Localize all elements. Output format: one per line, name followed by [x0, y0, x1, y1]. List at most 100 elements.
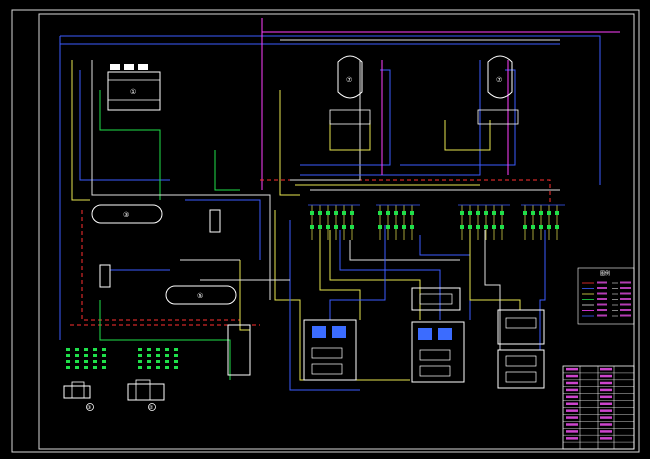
manifold-valve — [539, 211, 543, 215]
cluster-valve — [93, 366, 97, 369]
manifold-valve — [334, 211, 338, 215]
title-block-text-mark — [566, 402, 578, 405]
legend-label-mark — [597, 281, 607, 284]
title-block-text-mark — [566, 423, 578, 426]
tank-1: ③ — [91, 204, 163, 224]
manifold-valve — [531, 225, 535, 229]
cluster-valve — [84, 360, 88, 363]
manifold-valve — [326, 211, 330, 215]
legend-label-mark — [620, 314, 631, 317]
dryer-left: ⑦ — [329, 55, 371, 125]
title-block-text-mark — [566, 430, 578, 433]
title-block-text-mark — [566, 437, 578, 440]
cluster-valve — [138, 354, 142, 357]
manifold-valve — [547, 211, 551, 215]
manifold-valve — [378, 211, 382, 215]
cluster-valve — [165, 366, 169, 369]
manifold-valve — [523, 211, 527, 215]
legend-title: 图例 — [600, 270, 610, 277]
manifold-valve — [492, 225, 496, 229]
title-block-text-mark — [566, 416, 578, 419]
valve-symbol-clusters — [66, 348, 178, 369]
cluster-valve — [147, 354, 151, 357]
cluster-valve — [156, 366, 160, 369]
manifold-valve — [318, 225, 322, 229]
manifold-valve — [310, 225, 314, 229]
dryer-right-mark: ⑦ — [496, 76, 502, 84]
manifold-valve — [386, 211, 390, 215]
heat-exchanger — [227, 324, 251, 376]
legend-label-mark — [597, 303, 607, 306]
manifold-valve — [378, 225, 382, 229]
manifold-valve — [342, 211, 346, 215]
legend-label-mark — [620, 298, 631, 300]
cluster-valve — [165, 348, 169, 351]
title-block-text-mark — [566, 381, 578, 385]
cluster-valve — [147, 360, 151, 363]
cluster-valve — [165, 354, 169, 357]
machine-box-1 — [303, 319, 357, 381]
legend-label-mark — [597, 298, 607, 300]
manifold-valve — [500, 211, 504, 215]
manifold-valve — [460, 225, 464, 229]
cluster-valve — [84, 366, 88, 369]
machine-box-4 — [497, 309, 545, 345]
legend-label-mark — [597, 292, 607, 295]
title-block-text-mark — [600, 409, 612, 412]
cluster-valve — [66, 348, 70, 351]
manifold-valve — [394, 225, 398, 229]
cluster-valve — [102, 354, 106, 357]
legend-label-mark — [597, 314, 607, 317]
cluster-valve — [75, 348, 79, 351]
cluster-valve — [66, 366, 70, 369]
cluster-valve — [156, 360, 160, 363]
cluster-valve — [84, 354, 88, 357]
title-block-text-mark — [600, 402, 612, 405]
title-block-text-mark — [600, 388, 612, 392]
title-block-text-mark — [600, 374, 612, 378]
manifold-valve — [386, 225, 390, 229]
cluster-valve — [138, 366, 142, 369]
manifold-valve — [402, 225, 406, 229]
tank-2-mark: ⑤ — [197, 292, 203, 300]
manifold-valve — [468, 211, 472, 215]
manifold-valve — [523, 225, 527, 229]
manifold-valve — [402, 211, 406, 215]
cluster-valve — [102, 348, 106, 351]
manifold-valve — [326, 225, 330, 229]
manifold-valve — [500, 225, 504, 229]
manifold-valve — [555, 225, 559, 229]
title-block-text-mark — [566, 409, 578, 412]
cluster-valve — [138, 348, 142, 351]
cluster-valve — [93, 348, 97, 351]
filter-vessel-1 — [209, 209, 221, 233]
cooling-tower-mark: ① — [130, 88, 136, 96]
title-block-text-mark — [600, 416, 612, 419]
manifold-valve — [476, 211, 480, 215]
legend-label-mark — [620, 309, 631, 311]
cluster-valve — [174, 354, 178, 357]
title-block-text-mark — [600, 367, 612, 371]
cluster-valve — [75, 366, 79, 369]
manifold-valve — [484, 225, 488, 229]
title-block-text-mark — [600, 430, 612, 433]
cluster-valve — [93, 360, 97, 363]
legend-label-mark — [620, 292, 631, 295]
machine-box-3 — [411, 287, 461, 311]
legend-label-mark — [597, 287, 607, 289]
pump-set-2: ② — [127, 379, 165, 411]
outer-frame — [11, 9, 640, 453]
manifold-valve — [547, 225, 551, 229]
manifold-valve — [531, 211, 535, 215]
cluster-valve — [147, 366, 151, 369]
legend-label-mark — [597, 309, 607, 311]
filter-vessel-2 — [99, 264, 111, 288]
dryer-right: ⑦ — [477, 55, 519, 125]
title-block-text-mark — [566, 395, 578, 399]
cooling-tower: ① — [107, 64, 161, 111]
dryer-left-mark: ⑦ — [346, 76, 352, 84]
legend: 图例 — [577, 267, 635, 325]
machine-box-5 — [497, 349, 545, 389]
valve-manifolds — [308, 204, 565, 240]
